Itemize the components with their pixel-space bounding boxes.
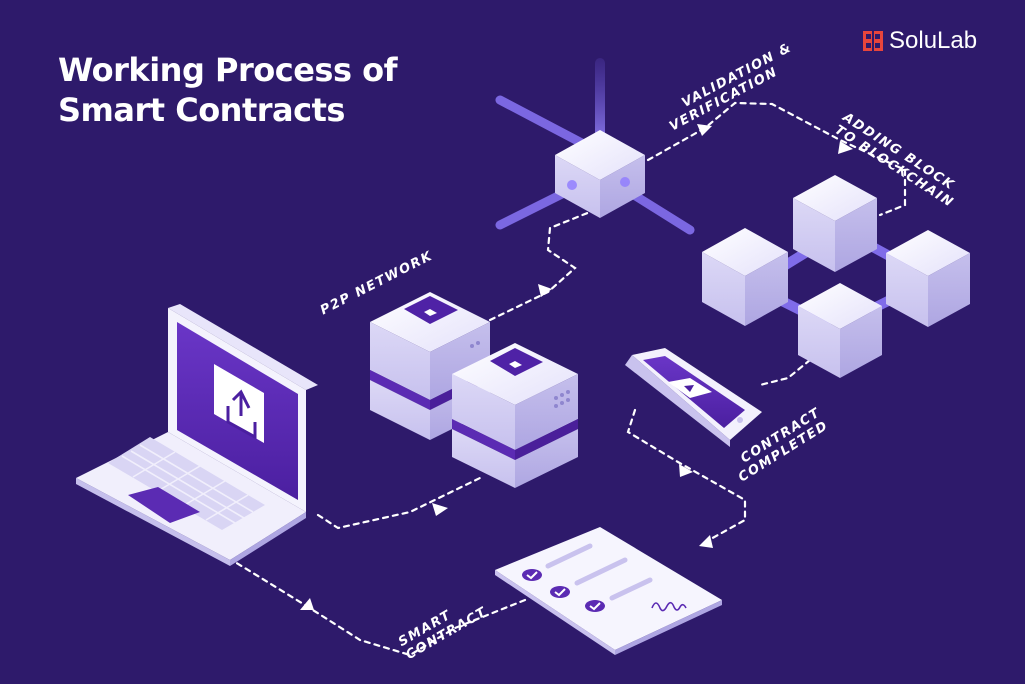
block-cube — [702, 228, 788, 326]
arrow-icon — [538, 284, 552, 297]
flow-line-contract-to-laptop — [233, 560, 527, 657]
p2p-server-front — [452, 341, 578, 488]
check-icon — [585, 600, 605, 612]
flow-line-block-to-phone — [758, 358, 812, 387]
block-cube — [793, 175, 877, 272]
block-cube — [798, 283, 882, 378]
brand-logo: SoluLab — [863, 27, 977, 55]
arrow-icon — [300, 598, 314, 610]
smart-contract-document — [495, 527, 722, 655]
blockchain-cluster — [702, 175, 970, 378]
block-cube — [886, 230, 970, 327]
arrow-icon — [697, 124, 712, 136]
flow-line-network-to-validation — [488, 210, 592, 322]
smartphone — [625, 348, 762, 447]
laptop — [76, 304, 318, 566]
signature — [651, 601, 687, 612]
page-title: Working Process of Smart Contracts — [58, 50, 398, 130]
flow-line-validation-to-block — [646, 101, 907, 217]
brand-name: SoluLab — [889, 27, 978, 54]
arrow-icon — [838, 141, 853, 154]
check-icon — [522, 569, 542, 581]
flow-line-phone-to-contract — [626, 408, 747, 547]
arrow-icon — [432, 503, 448, 516]
page-title-line: Working Process of — [58, 51, 398, 89]
upload-icon — [214, 364, 264, 443]
page-title-line: Smart Contracts — [58, 91, 345, 129]
flow-lines — [233, 101, 907, 657]
download-icon — [668, 378, 712, 398]
check-icon — [550, 586, 570, 598]
validation-node — [495, 58, 695, 235]
flow-arrows — [300, 124, 853, 610]
arrow-icon — [679, 464, 693, 477]
arrow-icon — [699, 535, 713, 548]
flow-line-laptop-to-network — [316, 476, 482, 530]
solulab-logo-icon — [863, 31, 883, 51]
